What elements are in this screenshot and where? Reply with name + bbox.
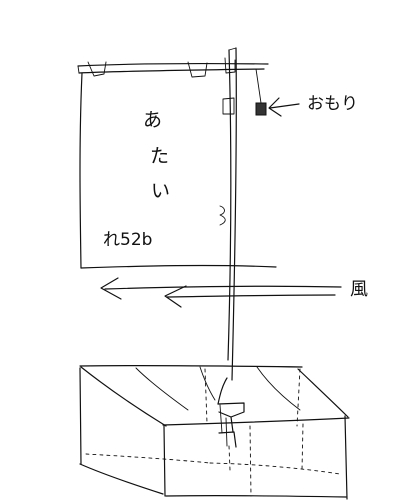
weight-arrow bbox=[269, 103, 300, 109]
weight-label: おもり bbox=[307, 94, 358, 114]
sign-char-2: た bbox=[150, 145, 169, 167]
base-box bbox=[79, 364, 350, 500]
vertical-pole bbox=[219, 47, 237, 381]
weight-block bbox=[255, 102, 267, 116]
weight-assembly bbox=[255, 68, 300, 117]
sign-number: れ52b bbox=[103, 230, 152, 250]
sign-char-3: い bbox=[151, 180, 170, 202]
wind-label: 風 bbox=[350, 279, 368, 300]
pole-mount bbox=[217, 377, 245, 471]
wind-arrows bbox=[100, 277, 342, 308]
top-crossbar bbox=[77, 57, 269, 78]
sign-board: あ た い れ52b bbox=[79, 72, 277, 269]
sign-char-1: あ bbox=[143, 109, 162, 131]
